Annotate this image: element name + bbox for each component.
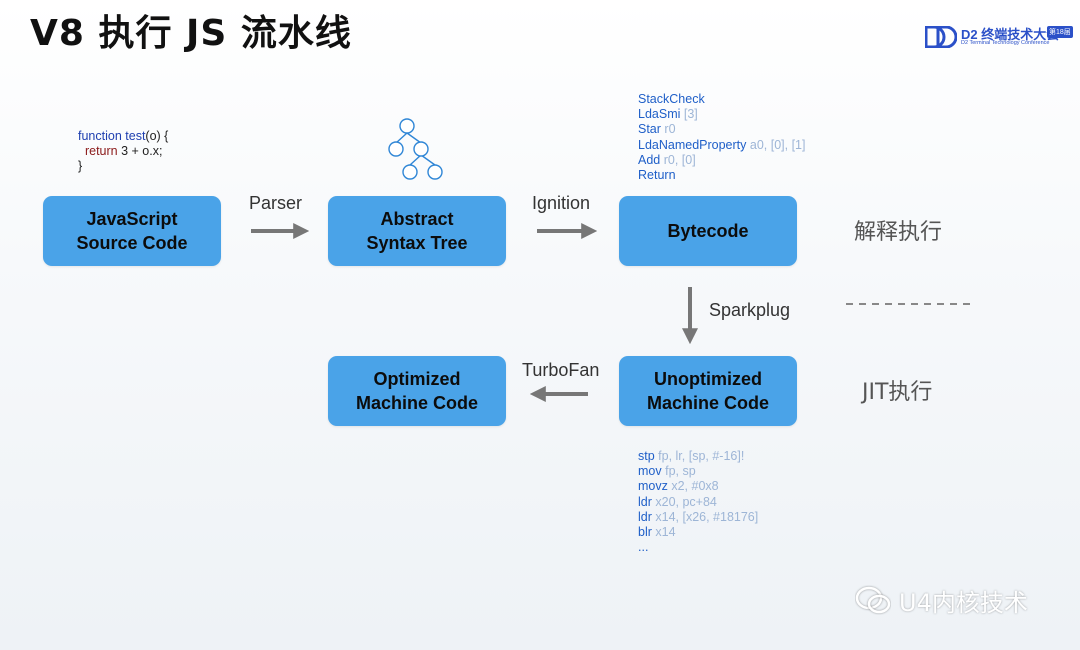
bytecode-line: LdaNamedProperty a0, [0], [1] (638, 137, 806, 152)
wechat-icon (855, 586, 891, 614)
machine-code-line: mov fp, sp (638, 464, 696, 479)
machine-code-line: stp fp, lr, [sp, #-16]! (638, 449, 745, 463)
bytecode-line: StackCheck (638, 92, 705, 106)
machine-code-line: blr x14 (638, 525, 676, 540)
bytecode-line: Return (638, 168, 676, 183)
bytecode-line: Add r0, [0] (638, 152, 696, 167)
machine-code-line: ldr x20, pc+84 (638, 494, 717, 509)
d2-conference-logo: D2 终端技术大会 第18届 D2 Terminal Technology Co… (925, 24, 1075, 52)
logo-subtitle: D2 Terminal Technology Conference (961, 40, 1050, 46)
parser-label: Parser (249, 193, 303, 213)
slide-title: V8 执行 JS 流水线 (30, 13, 352, 54)
bytecode-line: Star r0 (638, 122, 676, 137)
machine-code-line: ... (638, 540, 649, 555)
machine-code-line: movz x2, #0x8 (638, 479, 719, 494)
logo-badge: 第18届 (1047, 26, 1073, 38)
d2-logo-icon (925, 26, 957, 48)
machine-code-line: ldr x14, [x26, #18176] (638, 509, 759, 524)
bytecode-line: LdaSmi [3] (638, 107, 698, 122)
wechat-watermark: U4内核技术 (855, 580, 1028, 620)
logo-text: D2 终端技术大会 (961, 27, 1060, 42)
sparkplug-label: Sparkplug (709, 300, 791, 320)
bytecode-box: Bytecode (619, 196, 797, 266)
jit-execution-label: JIT执行 (862, 380, 933, 405)
turbofan-label: TurboFan (522, 360, 600, 380)
source-code-snippet: function test(o) { return 3 + o.x; } (78, 129, 169, 174)
watermark-text: U4内核技术 (899, 588, 1028, 617)
ignition-label: Ignition (532, 193, 591, 213)
syntax-tree-icon (388, 118, 443, 180)
interpret-execution-label: 解释执行 (854, 220, 943, 245)
